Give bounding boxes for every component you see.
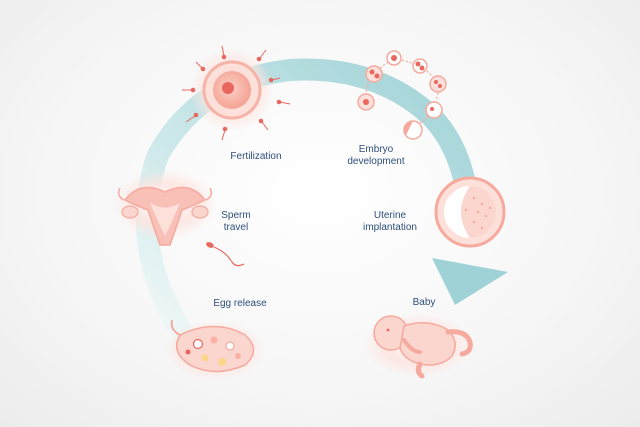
label-embryo-line2: development (347, 156, 405, 167)
sperm-icon (206, 242, 245, 267)
arrow-head (432, 258, 508, 305)
uterus-icon (113, 170, 217, 246)
label-embryo-development: Embryo development (338, 144, 414, 168)
label-embryo-line1: Embryo (358, 144, 394, 155)
label-uterine-line2: implantation (363, 222, 417, 233)
ovary-icon (165, 319, 265, 380)
label-fertilization: Fertilization (230, 151, 282, 162)
fertilization-egg-icon (190, 48, 274, 132)
label-egg-release: Egg release (213, 298, 267, 309)
label-baby: Baby (412, 297, 436, 308)
label-uterine-implantation: Uterine implantation (352, 210, 428, 234)
sperm-cells-icon (182, 45, 291, 141)
embryo-development-icon (357, 50, 447, 140)
baby-icon (363, 313, 473, 379)
label-sperm-line2: travel (223, 222, 249, 233)
implantation-icon (434, 176, 506, 248)
label-sperm-travel: Sperm travel (208, 210, 264, 234)
label-uterine-line1: Uterine (373, 210, 407, 221)
label-sperm-line1: Sperm (221, 210, 251, 221)
